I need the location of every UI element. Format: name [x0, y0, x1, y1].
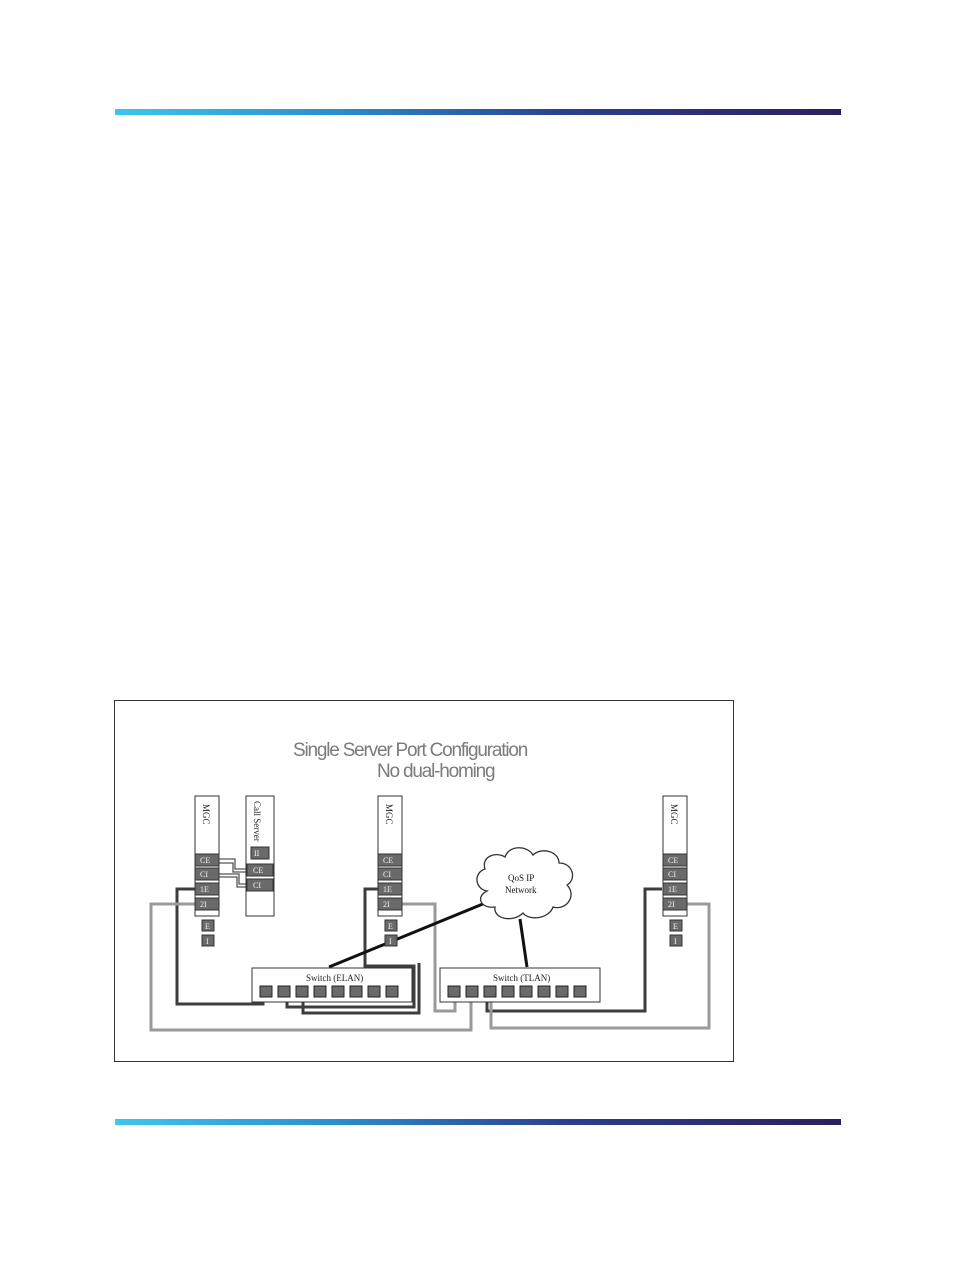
mgc-1-port-ci — [194, 867, 220, 881]
header-gradient-rule — [115, 109, 841, 115]
call-server-port-ci — [246, 878, 274, 892]
mgc-2-port-2i-label: 2I — [383, 900, 390, 909]
mgc-3-port-ce-label: CE — [668, 856, 678, 865]
switch-tlan-port — [573, 985, 587, 998]
mgc-3-port-2i-label: 2I — [668, 900, 675, 909]
call-server-port-ci-label: CI — [253, 881, 261, 890]
mgc-2-aux-e-label: E — [388, 922, 393, 931]
mgc-unit-1: MGC CE CI 1E 2I E I — [194, 795, 220, 947]
mgc-1-port-2i — [194, 897, 220, 911]
mgc-1-aux-i-label: I — [206, 937, 209, 946]
switch-tlan-label: Switch (TLAN) — [493, 973, 550, 983]
mgc-3-port-ce — [662, 853, 688, 867]
mgc-1-label: MGC — [201, 804, 211, 825]
mgc-2-port-ce-label: CE — [383, 856, 393, 865]
switch-tlan-port — [483, 985, 497, 998]
mgc-3-aux-i — [669, 934, 683, 947]
switch-elan-port — [331, 985, 345, 998]
mgc-2-port-ci — [377, 867, 403, 881]
mgc-1-port-ci-label: CI — [200, 870, 208, 879]
call-server-port-ce — [246, 863, 274, 877]
mgc-1-port-ce — [194, 853, 220, 867]
switch-tlan-port — [447, 985, 461, 998]
network-diagram: Single Server Port Configuration No dual… — [149, 740, 711, 1032]
mgc-2-port-ce — [377, 853, 403, 867]
link-mgc3-tlan — [489, 902, 711, 1030]
call-server-port-ii-label: II — [254, 849, 260, 858]
mgc-3-label: MGC — [669, 804, 679, 825]
mgc-3-port-2i — [662, 897, 688, 911]
mgc-2-label: MGC — [384, 804, 394, 825]
switch-elan: Switch (ELAN) — [251, 967, 413, 1003]
mgc-1-port-ce-label: CE — [200, 856, 210, 865]
mgc-unit-3: MGC CE CI 1E 2I E I — [662, 795, 688, 947]
diagram-title-line2: No dual-homing — [377, 761, 495, 782]
mgc-unit-2: MGC CE CI 1E 2I E I — [377, 795, 403, 947]
link-mgc3-elan — [485, 887, 662, 1013]
switch-elan-port — [349, 985, 363, 998]
link-cs-ce — [219, 858, 247, 870]
mgc-2-port-1e-label: 1E — [383, 885, 392, 894]
switch-tlan-port — [465, 985, 479, 998]
mgc-1-aux-e-label: E — [205, 922, 210, 931]
mgc-2-aux-i-label: I — [389, 937, 392, 946]
switch-elan-port — [295, 985, 309, 998]
mgc-3-port-1e — [662, 882, 688, 896]
network-diagram-figure: Single Server Port Configuration No dual… — [114, 700, 734, 1062]
call-server-port-ii — [250, 846, 270, 860]
link-tlan-cloud — [518, 918, 529, 968]
mgc-2-port-1e — [377, 882, 403, 896]
mgc-1-aux-e — [201, 919, 215, 932]
switch-tlan-port — [501, 985, 515, 998]
diagram-title-line1: Single Server Port Configuration — [293, 740, 528, 761]
mgc-1-port-1e-label: 1E — [200, 885, 209, 894]
mgc-2-port-2i — [377, 897, 403, 911]
link-mgc2-tlan — [400, 902, 457, 1013]
mgc-3-aux-i-label: I — [674, 937, 677, 946]
switch-elan-port — [385, 985, 399, 998]
switch-elan-port — [313, 985, 327, 998]
mgc-3-aux-e-label: E — [673, 922, 678, 931]
switch-tlan: Switch (TLAN) — [439, 967, 601, 1003]
mgc-2-port-ci-label: CI — [383, 870, 391, 879]
mgc-3-aux-e — [669, 919, 683, 932]
cloud-label-line2: Network — [505, 885, 537, 895]
switch-elan-port — [259, 985, 273, 998]
link-cs-ci — [219, 873, 247, 885]
mgc-2-aux-e — [384, 919, 398, 932]
mgc-3-port-1e-label: 1E — [668, 885, 677, 894]
link-cs-ci2 — [219, 876, 247, 888]
switch-elan-port — [367, 985, 381, 998]
mgc-1-port-2i-label: 2I — [200, 900, 207, 909]
mgc-1-aux-i — [201, 934, 215, 947]
switch-elan-label: Switch (ELAN) — [306, 973, 363, 983]
mgc-3-port-ci-label: CI — [668, 870, 676, 879]
mgc-1-port-1e — [194, 882, 220, 896]
link-mgc1-tlan — [149, 902, 473, 1032]
link-elan-cloud — [328, 897, 496, 969]
cloud-label-line1: QoS IP — [508, 873, 534, 883]
link-mgc2-elan — [363, 887, 407, 968]
qos-ip-network-cloud: QoS IP Network — [476, 847, 574, 920]
switch-tlan-port — [519, 985, 533, 998]
switch-elan-port — [277, 985, 291, 998]
footer-gradient-rule — [115, 1119, 841, 1125]
switch-tlan-port — [555, 985, 569, 998]
call-server-label: Call Server — [252, 801, 262, 842]
mgc-3-port-ci — [662, 867, 688, 881]
call-server-unit: Call Server II CE CI — [245, 795, 275, 917]
mgc-2-aux-i — [384, 934, 398, 947]
link-cs-ce2 — [219, 862, 247, 873]
switch-tlan-port — [537, 985, 551, 998]
call-server-port-ce-label: CE — [253, 866, 263, 875]
